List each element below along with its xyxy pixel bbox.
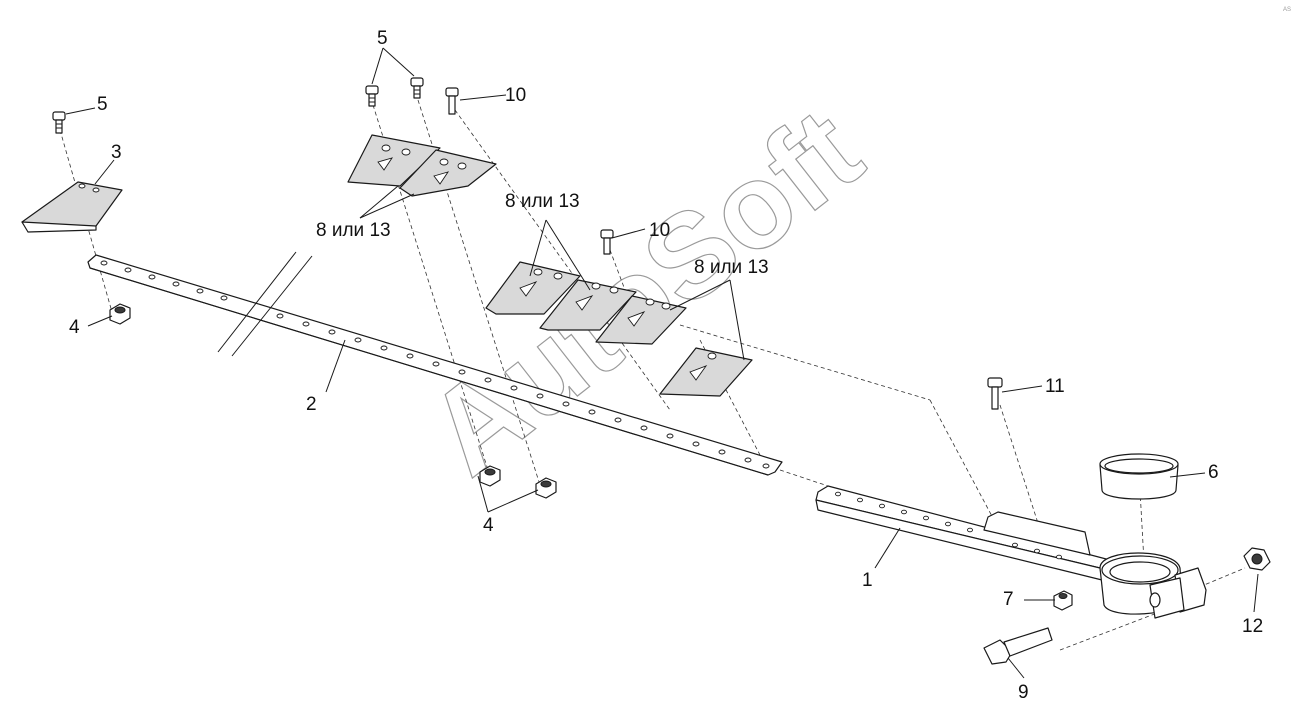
callout-2: 2 xyxy=(306,394,317,415)
bolt-10-top xyxy=(445,87,459,115)
bolt-5-left xyxy=(52,111,66,134)
callout-1: 1 xyxy=(862,570,873,591)
nut-12 xyxy=(1243,547,1271,571)
watermark: AutoSoft xyxy=(404,83,886,500)
callout-7: 7 xyxy=(1003,589,1014,610)
callout-11: 11 xyxy=(1045,376,1065,397)
ring-part xyxy=(1099,453,1179,500)
finger-bar xyxy=(87,251,783,476)
knife-section-middle xyxy=(485,261,753,397)
corner-mark: AS xyxy=(1283,7,1291,13)
callout-10-top: 10 xyxy=(505,85,526,106)
callout-10-middle: 10 xyxy=(649,220,670,241)
bolt-5-center-b xyxy=(410,77,424,99)
callout-5-left: 5 xyxy=(97,94,108,115)
nut-4-center-b xyxy=(535,477,557,499)
bolt-5-center-a xyxy=(365,85,379,107)
knife-section-top xyxy=(347,134,497,197)
bolt-11 xyxy=(987,377,1003,410)
guide-bar-assembly xyxy=(815,485,1207,619)
callout-8-13-right: 8 или 13 xyxy=(694,257,769,278)
callout-4-center: 4 xyxy=(483,515,494,536)
nut-4-left xyxy=(109,303,131,325)
callout-6: 6 xyxy=(1208,462,1219,483)
callout-3: 3 xyxy=(111,142,122,163)
bolt-9 xyxy=(983,627,1053,665)
nut-7 xyxy=(1053,590,1073,611)
callout-4-left: 4 xyxy=(69,317,80,338)
callout-12: 12 xyxy=(1242,616,1263,637)
bolt-10-middle xyxy=(600,229,614,255)
callout-leaders xyxy=(65,47,1259,679)
callout-5-top: 5 xyxy=(377,28,388,49)
callout-9: 9 xyxy=(1018,682,1029,703)
callout-8-13-left: 8 или 13 xyxy=(316,220,391,241)
callout-8-13-middle: 8 или 13 xyxy=(505,191,580,212)
plate-left xyxy=(21,181,123,233)
